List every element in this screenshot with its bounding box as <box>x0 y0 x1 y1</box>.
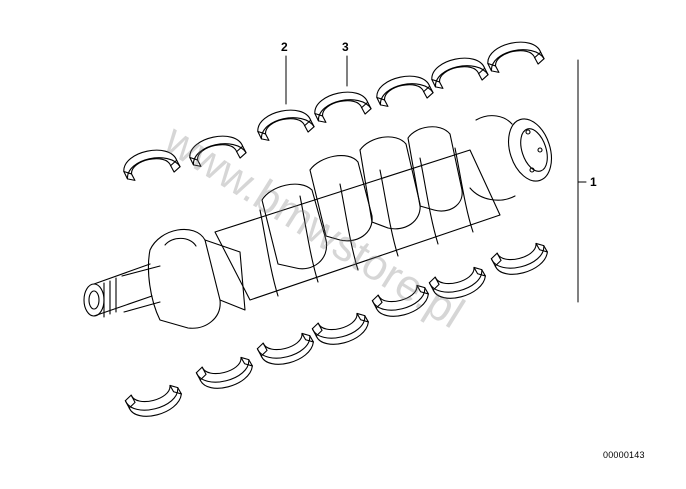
crankshaft-snout <box>83 263 161 318</box>
bearing-shell-upper-1 <box>123 149 181 181</box>
bearing-shell-upper-3 <box>257 109 315 141</box>
callout-leaders <box>285 55 587 303</box>
crankshaft-front-counterweight <box>147 228 246 329</box>
crankshaft-body <box>214 147 501 301</box>
callout-label-2: 2 <box>281 40 288 54</box>
bearing-shell-upper-4 <box>314 91 372 123</box>
upper-bearing-shells <box>123 41 545 181</box>
callout-label-1: 1 <box>590 175 597 189</box>
bearing-shell-lower-5 <box>371 284 429 317</box>
bearing-shell-lower-2 <box>195 356 253 389</box>
bearing-shell-upper-7 <box>487 41 545 73</box>
crankshaft-rear-flange <box>469 115 552 201</box>
bearing-shell-lower-4 <box>311 312 369 345</box>
bearing-shell-lower-7 <box>490 242 548 275</box>
bearing-shell-upper-6 <box>431 57 489 89</box>
crankshaft-webs <box>261 126 463 270</box>
bearing-shell-upper-5 <box>376 75 434 107</box>
crankshaft <box>83 115 552 329</box>
callout-label-3: 3 <box>342 40 349 54</box>
bearing-shell-lower-1 <box>124 384 182 417</box>
lower-bearing-shells <box>124 242 548 417</box>
bearing-shell-lower-6 <box>428 266 486 299</box>
document-number: 00000143 <box>603 450 645 460</box>
bearing-shell-upper-2 <box>189 135 247 167</box>
bearing-shell-lower-3 <box>256 332 314 365</box>
